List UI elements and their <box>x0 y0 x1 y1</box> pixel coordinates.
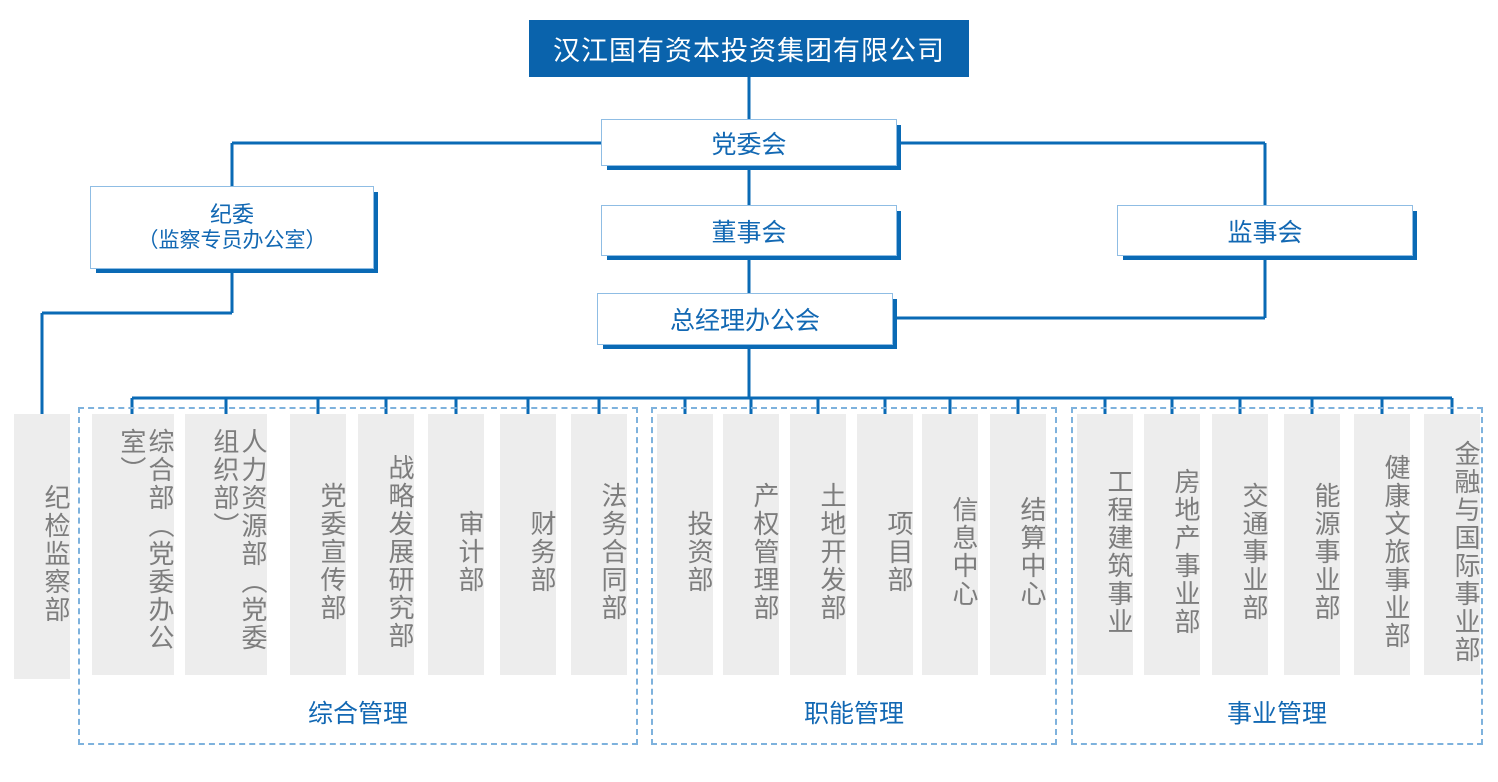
dept-business-4[interactable]: 健康文旅事业部 <box>1354 414 1411 675</box>
dept-comprehensive-4[interactable]: 审计部 <box>428 414 485 675</box>
dept-functional-4-label: 信息中心 <box>949 495 979 608</box>
dept-functional-5[interactable]: 结算中心 <box>990 414 1047 675</box>
dept-discipline-inspection-label: 纪检监察部 <box>41 483 71 624</box>
node-board-of-directors-label: 董事会 <box>711 218 787 247</box>
dept-comprehensive-1-label: 人力资源部（党委组织部） <box>209 428 268 652</box>
group-label-comprehensive: 综合管理 <box>307 700 408 728</box>
dept-business-0[interactable]: 工程建筑事业 <box>1077 414 1134 675</box>
node-root-company-label: 汉江国有资本投资集团有限公司 <box>553 36 945 66</box>
dept-functional-2-label: 土地开发部 <box>817 481 847 622</box>
dept-business-5-label: 金融与国际事业部 <box>1451 439 1481 664</box>
dept-functional-1-label: 产权管理部 <box>750 481 780 622</box>
group-label-functional: 职能管理 <box>803 700 904 728</box>
dept-functional-4[interactable]: 信息中心 <box>922 414 979 675</box>
dept-comprehensive-6[interactable]: 法务合同部 <box>571 414 628 675</box>
node-party-committee-label: 党委会 <box>711 130 787 159</box>
dept-business-1[interactable]: 房地产事业部 <box>1144 414 1201 675</box>
node-general-manager-office[interactable]: 总经理办公会 <box>597 293 893 345</box>
group-label-business: 事业管理 <box>1226 700 1327 728</box>
dept-functional-3-label: 项目部 <box>884 509 914 594</box>
dept-functional-3[interactable]: 项目部 <box>857 414 914 675</box>
dept-comprehensive-0[interactable]: 综合部（党委办公室） <box>92 414 175 675</box>
node-root-company[interactable]: 汉江国有资本投资集团有限公司 <box>529 20 969 77</box>
dept-business-3-label: 能源事业部 <box>1311 481 1341 622</box>
node-general-manager-office-label: 总经理办公会 <box>669 307 820 335</box>
dept-functional-0[interactable]: 投资部 <box>657 414 714 675</box>
node-discipline-committee-sublabel: （监察专员办公室） <box>137 229 327 253</box>
dept-functional-5-label: 结算中心 <box>1017 495 1047 608</box>
dept-business-2-label: 交通事业部 <box>1239 481 1269 622</box>
dept-comprehensive-1[interactable]: 人力资源部（党委组织部） <box>185 414 268 675</box>
group-frame-business <box>1071 407 1483 745</box>
node-party-committee[interactable]: 党委会 <box>601 119 897 166</box>
dept-business-1-label: 房地产事业部 <box>1171 467 1201 636</box>
dept-comprehensive-2-label: 党委宣传部 <box>317 481 347 622</box>
group-frame-functional <box>651 407 1057 745</box>
dept-comprehensive-5-label: 财务部 <box>527 509 557 594</box>
dept-discipline-inspection[interactable]: 纪检监察部 <box>14 414 71 679</box>
dept-comprehensive-5[interactable]: 财务部 <box>500 414 557 675</box>
dept-comprehensive-4-label: 审计部 <box>455 509 485 594</box>
dept-comprehensive-3-label: 战略发展研究部 <box>385 453 415 650</box>
group-frame-comprehensive <box>78 407 638 745</box>
dept-functional-1[interactable]: 产权管理部 <box>723 414 780 675</box>
dept-comprehensive-3[interactable]: 战略发展研究部 <box>358 414 415 675</box>
dept-business-3[interactable]: 能源事业部 <box>1284 414 1341 675</box>
node-supervisory-board[interactable]: 监事会 <box>1117 205 1413 256</box>
dept-comprehensive-6-label: 法务合同部 <box>598 481 628 622</box>
dept-functional-0-label: 投资部 <box>684 509 714 594</box>
dept-business-0-label: 工程建筑事业 <box>1104 467 1134 636</box>
node-discipline-committee-label: 纪委 <box>209 201 254 227</box>
dept-comprehensive-2[interactable]: 党委宣传部 <box>290 414 347 675</box>
dept-business-2[interactable]: 交通事业部 <box>1212 414 1269 675</box>
dept-functional-2[interactable]: 土地开发部 <box>790 414 847 675</box>
node-board-of-directors[interactable]: 董事会 <box>601 205 897 256</box>
node-supervisory-board-label: 监事会 <box>1227 218 1303 247</box>
dept-business-5[interactable]: 金融与国际事业部 <box>1424 414 1481 675</box>
dept-comprehensive-0-label: 综合部（党委办公室） <box>116 428 175 652</box>
dept-business-4-label: 健康文旅事业部 <box>1381 453 1411 650</box>
node-discipline-committee[interactable]: 纪委 （监察专员办公室） <box>90 186 374 269</box>
